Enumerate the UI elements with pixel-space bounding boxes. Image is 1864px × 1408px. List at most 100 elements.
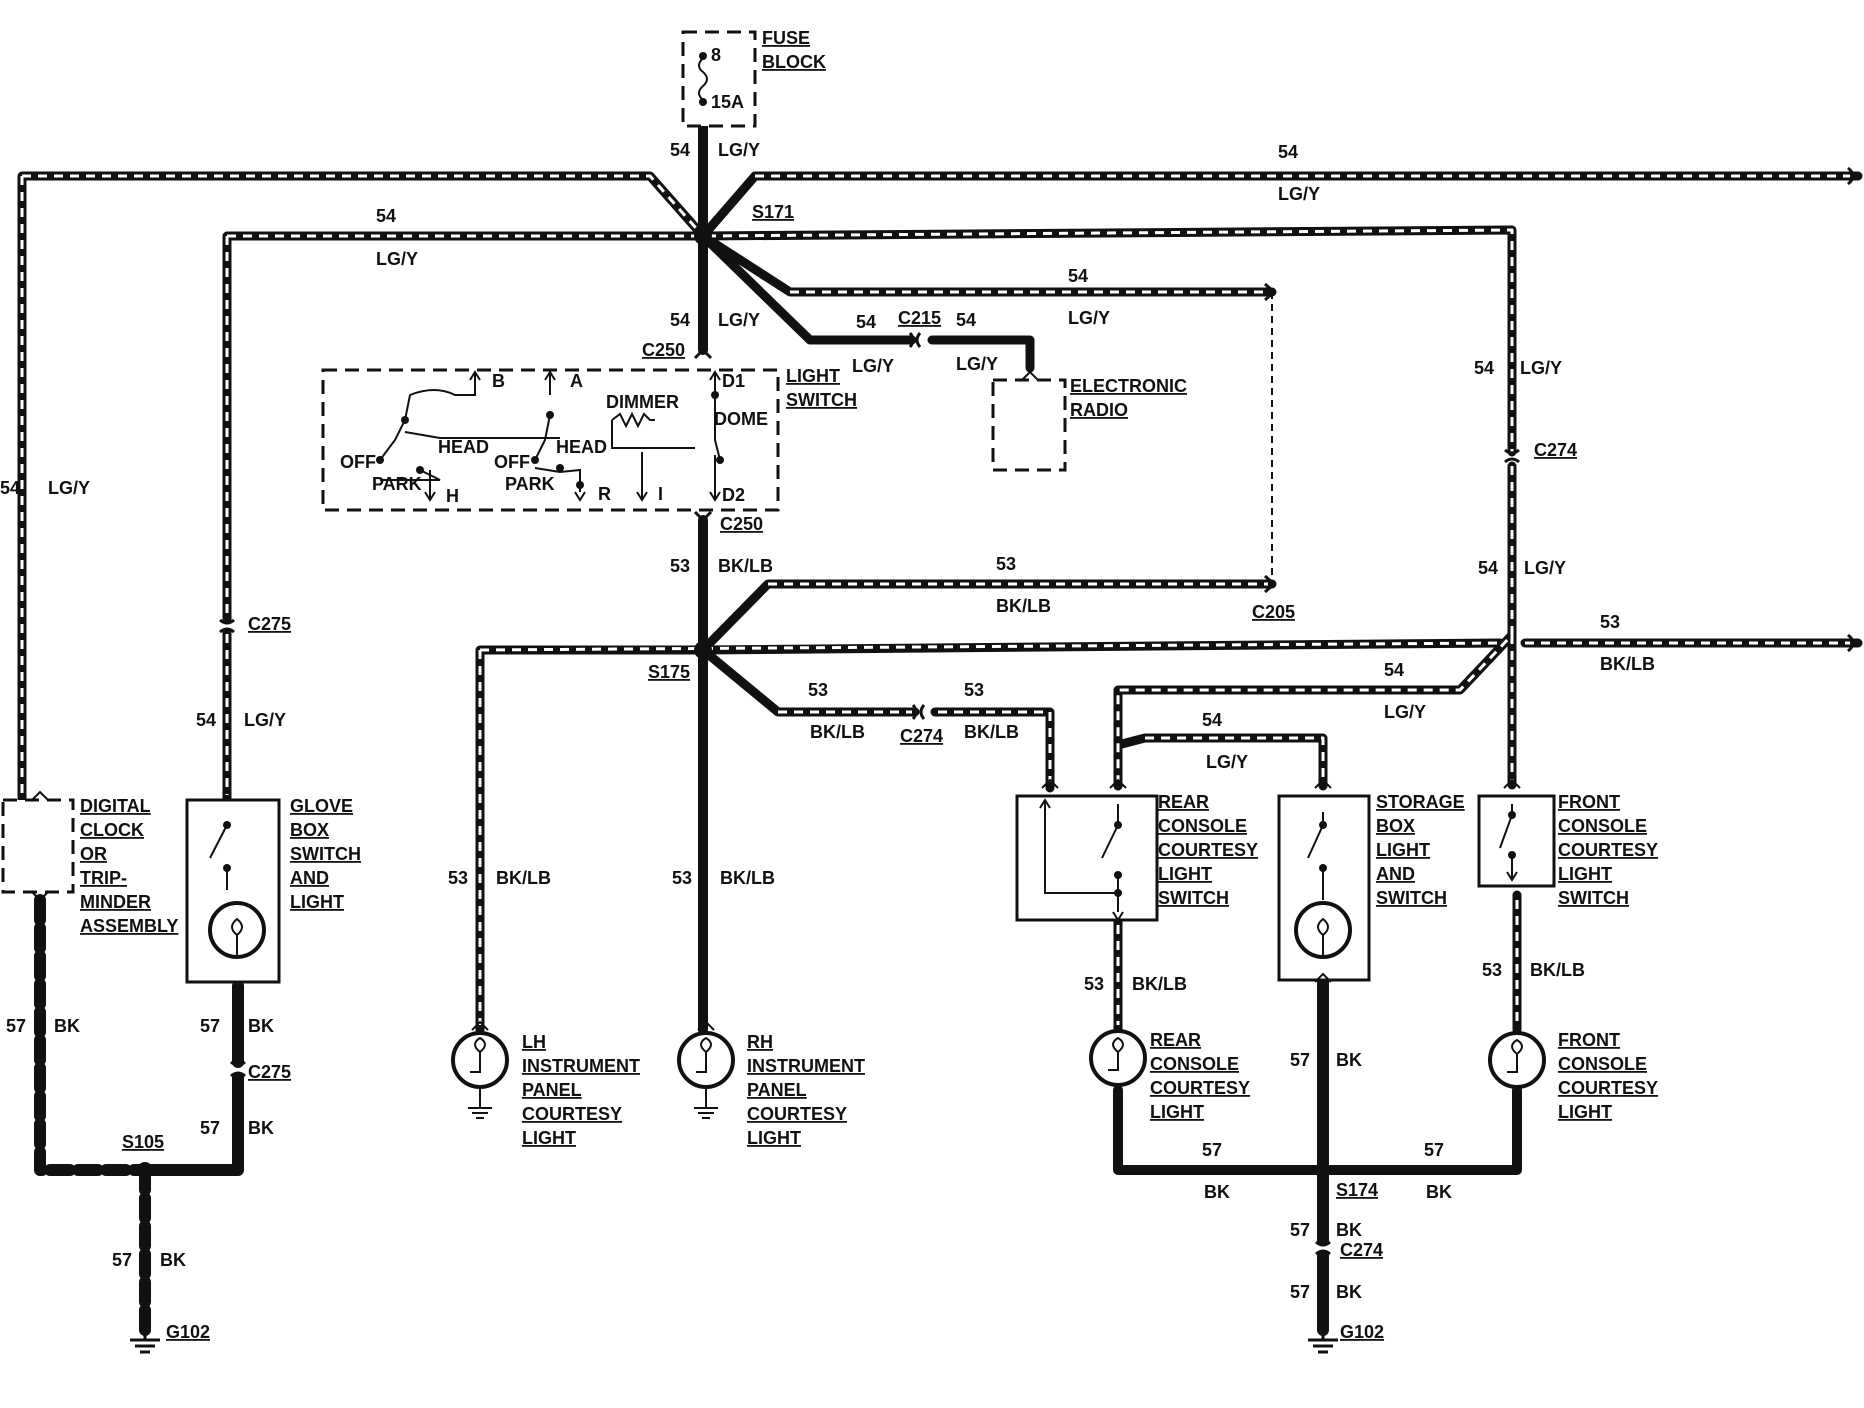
wire-color-label: BK xyxy=(160,1250,186,1270)
park-label-1: PARK xyxy=(372,474,422,494)
wire-color-label: LG/Y xyxy=(718,310,760,330)
contact-dot xyxy=(546,411,554,419)
rear-light-label: LIGHT xyxy=(1150,1102,1204,1122)
rh-instrument-panel-light: RH INSTRUMENT PANEL COURTESY LIGHT xyxy=(677,1020,865,1148)
wire-color-label: LG/Y xyxy=(1520,358,1562,378)
wire-number-label: 54 xyxy=(856,312,876,332)
lh-connector-icon xyxy=(471,1020,489,1031)
rh-label: INSTRUMENT xyxy=(747,1056,865,1076)
ground-g102-label: G102 xyxy=(166,1322,210,1342)
ground-g102-label: G102 xyxy=(1340,1322,1384,1342)
ground-icon xyxy=(130,1330,160,1354)
light-switch-title: SWITCH xyxy=(786,390,857,410)
wire-number-label: 57 xyxy=(1202,1140,1222,1160)
wire-number-label: 54 xyxy=(1384,660,1404,680)
wire-color-label: BK/LB xyxy=(964,722,1019,742)
wire-number-label: 57 xyxy=(200,1118,220,1138)
rear-console-courtesy-light: REAR CONSOLE COURTESY LIGHT xyxy=(1089,1029,1250,1122)
glove-label: AND xyxy=(290,868,329,888)
front-switch-dot xyxy=(1508,811,1516,819)
wire-color-label: BK/LB xyxy=(1132,974,1187,994)
splice-dots xyxy=(137,227,1331,1178)
splice-s171-label: S171 xyxy=(752,202,794,222)
wire-number-label: 57 xyxy=(1424,1140,1444,1160)
digital-clock: DIGITAL CLOCK OR TRIP- MINDER ASSEMBLY xyxy=(1,790,178,936)
dome-label: DOME xyxy=(714,409,768,429)
rear-switch-label: COURTESY xyxy=(1158,840,1258,860)
head-label-1: HEAD xyxy=(438,437,489,457)
front-switch-outline xyxy=(1477,794,1556,888)
park-label-2: PARK xyxy=(505,474,555,494)
splice-s171-dot xyxy=(694,227,712,245)
wire-color-label: BK xyxy=(1336,1282,1362,1302)
rear-switch-label: CONSOLE xyxy=(1158,816,1247,836)
front-console-courtesy-light: FRONT CONSOLE COURTESY LIGHT xyxy=(1488,1030,1658,1122)
glove-label: GLOVE xyxy=(290,796,353,816)
wire-color-label: LG/Y xyxy=(1524,558,1566,578)
bulb-filament-icon xyxy=(1317,917,1329,958)
bulb-filament-icon xyxy=(231,917,243,958)
wire-color-label: LG/Y xyxy=(852,356,894,376)
grounds xyxy=(130,1330,1338,1354)
clock-label: ASSEMBLY xyxy=(80,916,178,936)
contact-dot xyxy=(556,464,564,472)
glove-box-switch-light: GLOVE BOX SWITCH AND LIGHT xyxy=(185,796,361,984)
wire-color-label: BK xyxy=(1426,1182,1452,1202)
connector-symbols xyxy=(219,166,1855,1256)
wire-number-label: 53 xyxy=(448,868,468,888)
connector-c205-label: C205 xyxy=(1252,602,1295,622)
contact-dot xyxy=(711,391,719,399)
connector-c250-label: C250 xyxy=(642,340,685,360)
radio-label: ELECTRONIC xyxy=(1070,376,1187,396)
light-switch: B A D1 D2 H R I DIMMER DOME HEAD HEAD OF… xyxy=(321,366,857,512)
wire-number-label: 54 xyxy=(670,140,690,160)
circuit-53-wires xyxy=(475,515,1863,1035)
splice-s174-dot xyxy=(1315,1162,1331,1178)
wire-number-label: 57 xyxy=(1290,1220,1310,1240)
storage-box-light-switch: STORAGE BOX LIGHT AND SWITCH xyxy=(1277,778,1465,983)
wire-number-label: 53 xyxy=(1084,974,1104,994)
fuse-block: 8 15A FUSE BLOCK xyxy=(681,28,826,128)
wire-number-label: 54 xyxy=(1474,358,1494,378)
rear-light-label: CONSOLE xyxy=(1150,1054,1239,1074)
clock-label: TRIP- xyxy=(80,868,127,888)
wire-number-label: 53 xyxy=(996,554,1016,574)
circuit-57-labels: 57 BK 57 BK 57 BK 57 BK 57 BK 57 BK 57 B… xyxy=(6,1016,1452,1302)
lh-ground-icon xyxy=(468,1036,492,1119)
switch-term-i: I xyxy=(658,484,663,504)
wire-number-label: 57 xyxy=(112,1250,132,1270)
switch-term-d1: D1 xyxy=(722,371,745,391)
rear-switch-label: SWITCH xyxy=(1158,888,1229,908)
c205-top-connector-icon xyxy=(1264,282,1277,302)
wire-color-label: BK/LB xyxy=(1530,960,1585,980)
front-switch-dot xyxy=(1508,851,1516,859)
c274-right-connector-icon xyxy=(1504,448,1520,464)
wire-number-label: 53 xyxy=(1482,960,1502,980)
wire-number-label: 54 xyxy=(670,310,690,330)
off-label-1: OFF xyxy=(340,452,376,472)
wire-color-label: LG/Y xyxy=(956,354,998,374)
circuit-54-labels: 54 LG/Y 54 LG/Y 54 LG/Y 54 LG/Y 54 LG/Y … xyxy=(0,140,1566,772)
front-light-label: COURTESY xyxy=(1558,1078,1658,1098)
rear-console-courtesy-light-switch: REAR CONSOLE COURTESY LIGHT SWITCH xyxy=(1015,778,1258,922)
front-light-label: CONSOLE xyxy=(1558,1054,1647,1074)
light-switch-contact-dots xyxy=(376,391,724,489)
wire-number-label: 54 xyxy=(196,710,216,730)
off-label-2: OFF xyxy=(494,452,530,472)
front-switch-label: COURTESY xyxy=(1558,840,1658,860)
wire-color-label: BK/LB xyxy=(810,722,865,742)
splice-s175-label: S175 xyxy=(648,662,690,682)
switch-term-r: R xyxy=(598,484,611,504)
wire-number-label: 54 xyxy=(1202,710,1222,730)
wire-color-label: LG/Y xyxy=(1068,308,1110,328)
glove-label: SWITCH xyxy=(290,844,361,864)
wire-color-label: BK xyxy=(248,1118,274,1138)
glove-switch-dot xyxy=(223,821,231,829)
circuit-54-wires xyxy=(17,119,1863,805)
wire-number-label: 57 xyxy=(1290,1050,1310,1070)
fuse-terminal-dot xyxy=(699,52,707,60)
wire-harness xyxy=(17,119,1863,1336)
wire-color-label: BK/LB xyxy=(720,868,775,888)
switch-term-b: B xyxy=(492,371,505,391)
